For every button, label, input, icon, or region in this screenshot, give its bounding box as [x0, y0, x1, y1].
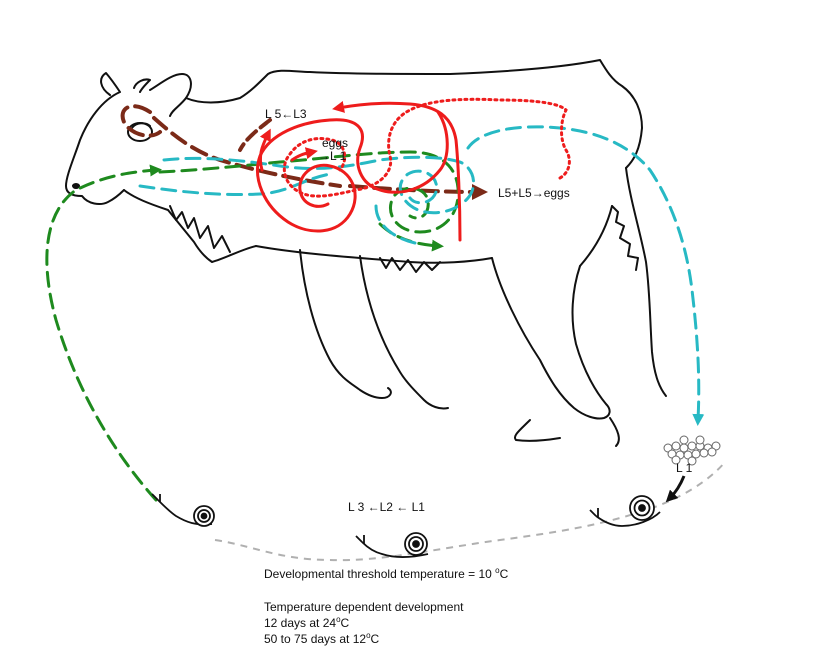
red-route: [258, 103, 460, 240]
snail-right-icon: [590, 496, 660, 526]
snail-left-icon: [152, 494, 214, 526]
line2-unit: C: [371, 632, 380, 646]
cyan-route: [140, 127, 699, 420]
l1-to-snail-arrow: [670, 476, 684, 498]
label-l1: L 1: [676, 461, 693, 475]
threshold-prefix: Developmental threshold temperature = 10: [264, 567, 495, 581]
line2-prefix: 50 to 75 days at 12: [264, 632, 366, 646]
snail-middle-icon: [356, 533, 428, 557]
line1-prefix: 12 days at 24: [264, 616, 336, 630]
label-eggs: eggs: [322, 136, 348, 150]
development-line-2: 50 to 75 days at 12oC: [264, 631, 379, 646]
label-snail-stages: L 3 ←L2 ← L1: [348, 500, 425, 514]
development-line-1: 12 days at 24oC: [264, 615, 349, 630]
label-l5-from-l3: L 5←L3: [265, 107, 307, 121]
threshold-unit: C: [500, 567, 509, 581]
label-l5-eggs: L5+L5→eggs: [498, 186, 570, 200]
line1-unit: C: [341, 616, 350, 630]
temperature-heading: Temperature dependent development: [264, 600, 463, 614]
green-route: [47, 152, 458, 500]
threshold-text: Developmental threshold temperature = 10…: [264, 566, 508, 581]
label-to-l1: →L 1: [318, 149, 347, 163]
